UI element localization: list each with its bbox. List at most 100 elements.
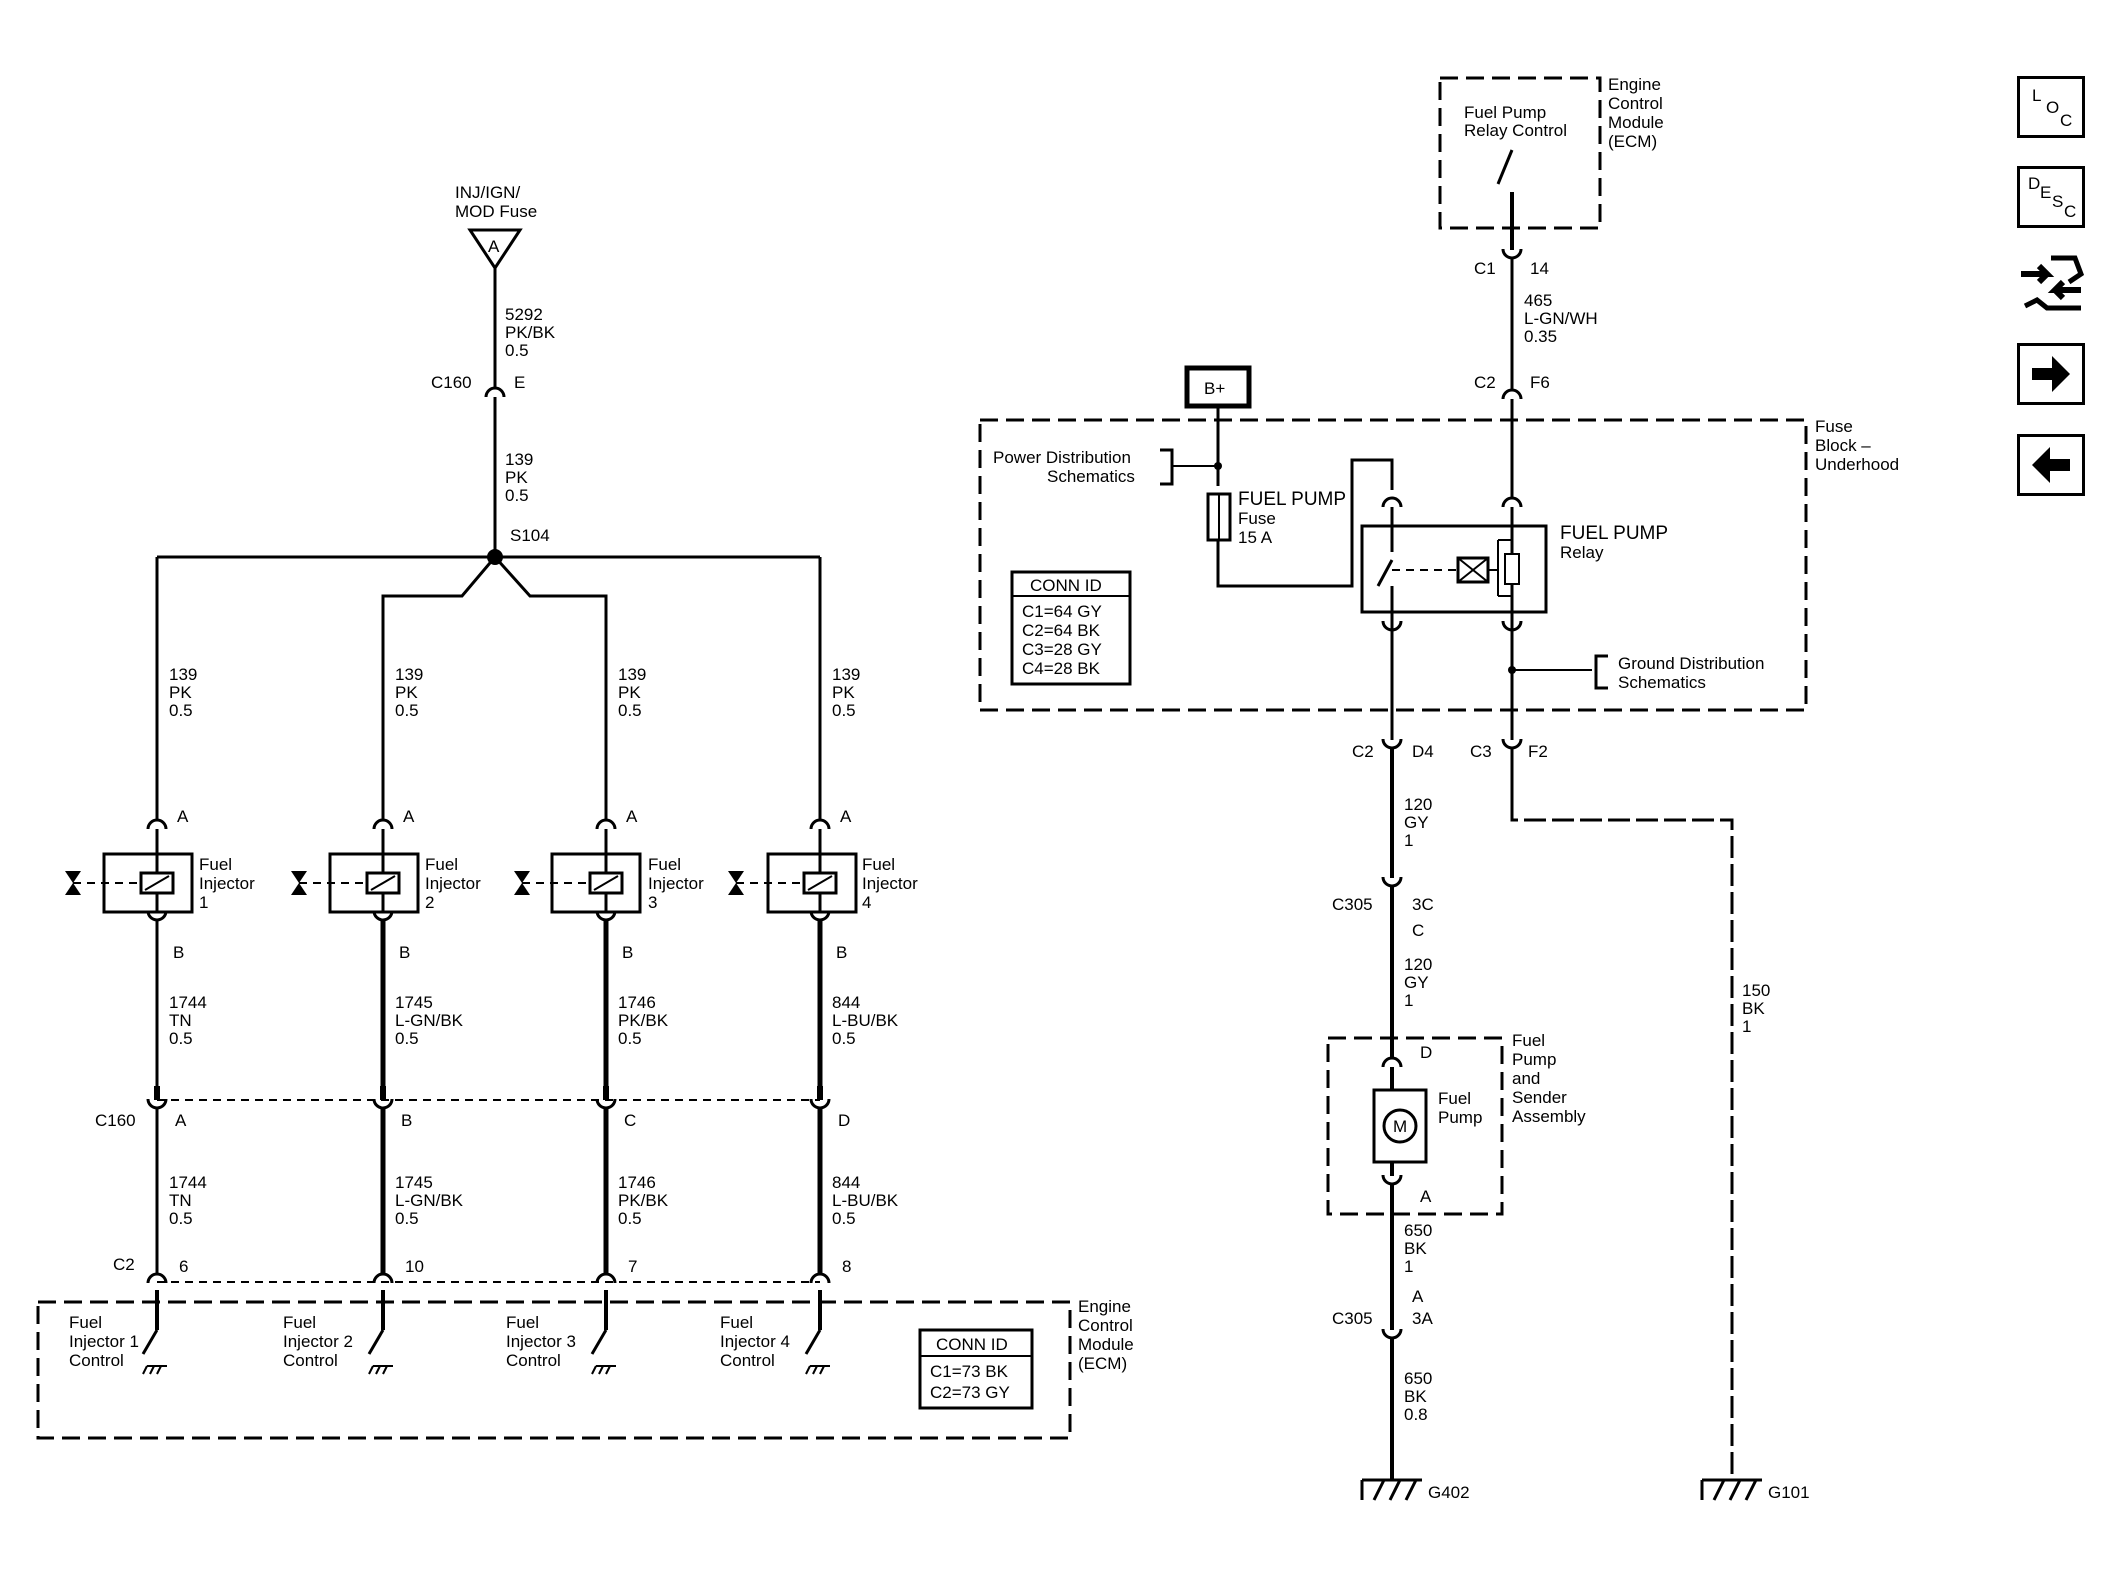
pump-c305: C305: [1332, 895, 1373, 914]
inj3-ecm-label-1: Fuel: [506, 1313, 539, 1332]
wire-150-color: BK: [1742, 999, 1765, 1018]
inj2-ecm-label-2: Injector 2: [283, 1332, 353, 1351]
wire-139-num: 139: [505, 450, 533, 469]
pump-pin-d: D: [1420, 1043, 1432, 1062]
desc-button[interactable]: D E S C: [2017, 166, 2085, 228]
next-button[interactable]: [2017, 343, 2085, 405]
injector-circuit: INJ/IGN/ MOD Fuse A 5292 PK/BK 0.5 C160 …: [36, 183, 1134, 1440]
inj2-out-num: 1745: [395, 993, 433, 1012]
inj4-pin-b: B: [836, 943, 847, 962]
inj4-ecm-label-3: Control: [720, 1351, 775, 1370]
loc-button[interactable]: L O C: [2017, 76, 2085, 138]
inj3-feed-size: 0.5: [618, 701, 642, 720]
valve-icon: [514, 871, 530, 883]
inj2-out2-num: 1745: [395, 1173, 433, 1192]
motor-icon: [1382, 1108, 1418, 1144]
connector-end-view-icon: [2021, 255, 2085, 311]
wire-139-color: PK: [505, 468, 528, 487]
fuel-pump-circuit: Engine Control Module (ECM) Fuel Pump Re…: [978, 75, 1899, 1502]
inj-fuse-label-2: MOD Fuse: [455, 202, 537, 221]
ground-dist-2: Schematics: [1618, 673, 1706, 692]
prev-button[interactable]: [2017, 434, 2085, 496]
inj3-out-size: 0.5: [618, 1029, 642, 1048]
pump-d4: D4: [1412, 742, 1434, 761]
inj1-ecm-label-2: Injector 1: [69, 1332, 139, 1351]
inj1-ecm-label-1: Fuel: [69, 1313, 102, 1332]
fuse-block-title-2: Block –: [1815, 436, 1871, 455]
arrow-right-icon: [2032, 356, 2070, 392]
inj2-feed-color: PK: [395, 683, 418, 702]
inj2-c160-pin: B: [401, 1111, 412, 1130]
inj4-out-color: L-BU/BK: [832, 1011, 899, 1030]
inj1-name-1: Fuel: [199, 855, 232, 874]
inj3-feed-num: 139: [618, 665, 646, 684]
loc-letter-o: O: [2046, 98, 2060, 117]
wire-139-size: 0.5: [505, 486, 529, 505]
connector-end-view-button[interactable]: [2017, 252, 2085, 322]
assembly-4: Sender: [1512, 1088, 1567, 1107]
wire-120a-num: 120: [1404, 795, 1432, 814]
pump-pin-c: C: [1412, 921, 1424, 940]
ecm-conn-id-2: C2=73 GY: [930, 1383, 1010, 1402]
inj2-name-3: 2: [425, 893, 434, 912]
inj4-ecm-label-2: Injector 4: [720, 1332, 790, 1351]
relay-label-1: FUEL PUMP: [1560, 523, 1668, 544]
pump-pin-3a: 3A: [1412, 1309, 1433, 1328]
inj4-out-num: 844: [832, 993, 860, 1012]
arrow-left-icon: [2032, 447, 2070, 483]
inj4-feed-num: 139: [832, 665, 860, 684]
battery-positive-label: B+: [1204, 379, 1225, 398]
desc-letter-e: E: [2040, 183, 2052, 202]
loc-letter-c: C: [2060, 111, 2073, 130]
ecm-conn-id-1: C1=73 BK: [930, 1362, 1009, 1381]
inj1-ecm-pin: 6: [179, 1257, 188, 1276]
fuse-pin: A: [488, 237, 500, 256]
conn-c160-top: C160: [431, 373, 472, 392]
inj1-out2-num: 1744: [169, 1173, 207, 1192]
inj2-ecm-label-1: Fuel: [283, 1313, 316, 1332]
wire-5292-color: PK/BK: [505, 323, 556, 342]
ecm-top-title-1: Engine: [1608, 75, 1661, 94]
inj3-out2-size: 0.5: [618, 1209, 642, 1228]
inj3-pin-b: B: [622, 943, 633, 962]
inj1-pin-a: A: [177, 807, 189, 826]
inj3-out2-num: 1746: [618, 1173, 656, 1192]
inj2-pin-b: B: [399, 943, 410, 962]
wire-465-size: 0.35: [1524, 327, 1557, 346]
wire-150-num: 150: [1742, 981, 1770, 1000]
inj1-feed-color: PK: [169, 683, 192, 702]
wire-5292-size: 0.5: [505, 341, 529, 360]
fuse-conn-id-3: C3=28 GY: [1022, 640, 1102, 659]
ground-g101: G101: [1768, 1483, 1810, 1502]
inj2-name-2: Injector: [425, 874, 481, 893]
fuse-label-1: FUEL PUMP: [1238, 489, 1346, 510]
assembly-3: and: [1512, 1069, 1540, 1088]
fuse-block-title-3: Underhood: [1815, 455, 1899, 474]
fuse-conn-id-box: [1010, 570, 1132, 686]
fuse-triangle-icon: [467, 228, 523, 271]
assembly-1: Fuel: [1512, 1031, 1545, 1050]
splice-s104-label: S104: [510, 526, 550, 545]
inj3-ecm-pin: 7: [628, 1257, 637, 1276]
ecm-bottom-title-1: Engine: [1078, 1297, 1131, 1316]
inj2-feed-num: 139: [395, 665, 423, 684]
inj2-pin-a: A: [403, 807, 415, 826]
valve-icon: [291, 871, 307, 883]
wire-650b-num: 650: [1404, 1369, 1432, 1388]
fuse-conn-id-2: C2=64 BK: [1022, 621, 1101, 640]
left-conn-c160: C160: [95, 1111, 136, 1130]
inj1-name-3: 1: [199, 893, 208, 912]
pump-pin-a: A: [1420, 1187, 1432, 1206]
fuse-label-2: Fuse: [1238, 509, 1276, 528]
pump-pin-3c: 3C: [1412, 895, 1434, 914]
inj4-c160-pin: D: [838, 1111, 850, 1130]
pump-name-2: Pump: [1438, 1108, 1482, 1127]
inj2-out-color: L-GN/BK: [395, 1011, 464, 1030]
fuse-block-c2: C2: [1474, 373, 1496, 392]
inj4-pin-a: A: [840, 807, 852, 826]
wire-120a-color: GY: [1404, 813, 1429, 832]
power-dist-1: Power Distribution: [993, 448, 1131, 467]
desc-letter-s: S: [2052, 192, 2064, 211]
relay-resistor-icon: [1504, 553, 1520, 585]
